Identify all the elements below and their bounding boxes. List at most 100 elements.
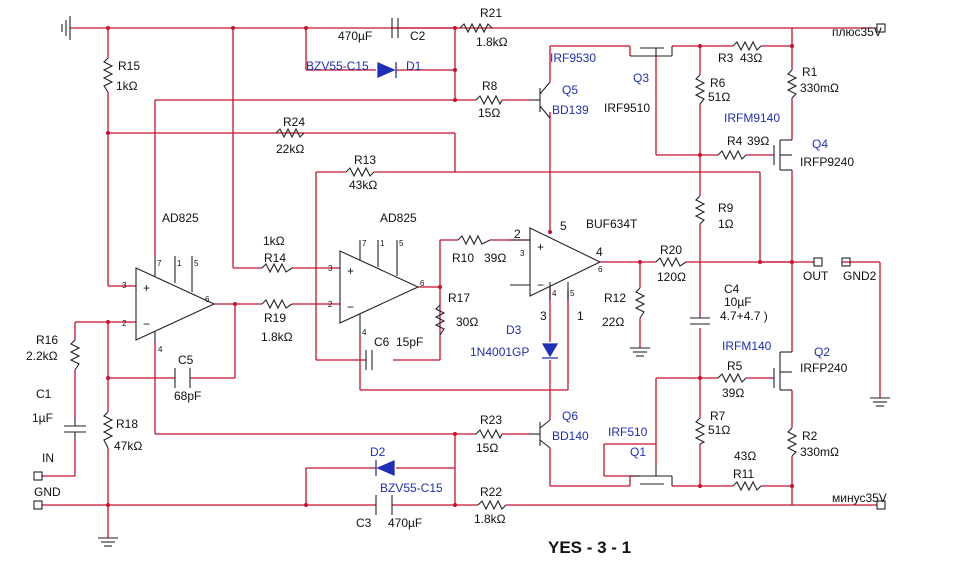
port-gnd-label: GND xyxy=(34,485,61,499)
r9-body xyxy=(694,195,706,225)
r8-value: 15Ω xyxy=(478,106,500,120)
r10-body xyxy=(457,234,491,246)
r8-name: R8 xyxy=(482,79,498,93)
r2-name: R2 xyxy=(802,429,818,443)
r22-body xyxy=(477,499,507,511)
u3-pin1-lbl: 1 xyxy=(577,309,584,323)
u1-label: AD825 xyxy=(162,211,199,225)
d1-part: BZV55-C15 xyxy=(306,59,369,73)
u3-label: BUF634T xyxy=(586,217,638,231)
r1-name: R1 xyxy=(802,65,818,79)
q3-name: Q3 xyxy=(633,71,649,85)
u2-pin5: 5 xyxy=(399,239,404,248)
r14-body xyxy=(261,262,293,274)
r1-body xyxy=(786,69,798,99)
transistors xyxy=(530,46,792,486)
r12-body xyxy=(634,287,646,319)
u2-pin4: 4 xyxy=(362,328,367,337)
u2-pin1: 1 xyxy=(380,239,385,248)
r18-body xyxy=(102,411,114,449)
r24-value: 22kΩ xyxy=(276,142,304,156)
d2-name: D2 xyxy=(370,445,386,459)
r7-value: 51Ω xyxy=(708,423,730,437)
r1-value: 330mΩ xyxy=(800,81,839,95)
q4-alt: IRFM9140 xyxy=(724,111,780,125)
r17-body xyxy=(434,304,446,336)
opamps: +− +− +− xyxy=(135,227,602,342)
r20-name: R20 xyxy=(660,243,682,257)
r17-name: R17 xyxy=(448,291,470,305)
ports xyxy=(33,23,886,510)
port-in-label: IN xyxy=(42,451,54,465)
r2-value: 330mΩ xyxy=(800,445,839,459)
d3-name: D3 xyxy=(506,323,522,337)
resistors xyxy=(69,22,798,511)
r7-body xyxy=(694,417,706,445)
c6-name: C6 xyxy=(374,335,390,349)
u1-pin3: 3 xyxy=(122,281,127,290)
u1-pin4: 4 xyxy=(158,345,163,354)
r18-name: R18 xyxy=(116,417,138,431)
r4-value: 39Ω xyxy=(747,134,769,148)
c4-name: C4 xyxy=(724,282,740,296)
r3-body xyxy=(732,40,762,52)
svg-text:+: + xyxy=(537,240,544,254)
r6-body xyxy=(694,74,706,105)
port-plus-label: плюс35V xyxy=(832,25,882,39)
r16-value: 2.2kΩ xyxy=(26,349,58,363)
r10-name: R10 xyxy=(452,251,474,265)
r9-value: 1Ω xyxy=(718,217,734,231)
port-gnd2-label: GND2 xyxy=(843,269,877,283)
r13-name: R13 xyxy=(354,153,376,167)
r15-body xyxy=(102,57,114,93)
d3-part: 1N4001GP xyxy=(470,345,529,359)
q3-alt: IRF9530 xyxy=(550,51,596,65)
c3-value: 470µF xyxy=(388,516,422,530)
r2-body xyxy=(786,427,798,457)
u3-pin3-in: 3 xyxy=(520,249,525,258)
u2-pin6: 6 xyxy=(420,279,425,288)
q5-name: Q5 xyxy=(562,83,578,97)
u1-pin6: 6 xyxy=(205,295,210,304)
r21-value: 1.8kΩ xyxy=(476,35,508,49)
r14-name: R14 xyxy=(264,251,286,265)
capacitors xyxy=(64,18,710,515)
q5-part: BD139 xyxy=(552,103,589,117)
r14-value: 1kΩ xyxy=(263,234,285,248)
port-minus-label: минус35V xyxy=(832,491,887,505)
r10-value: 39Ω xyxy=(484,251,506,265)
r24-name: R24 xyxy=(283,115,305,129)
r17-value: 30Ω xyxy=(456,315,478,329)
r12-value: 22Ω xyxy=(602,315,624,329)
c1-value: 1µF xyxy=(32,411,53,425)
q6-name: Q6 xyxy=(562,409,578,423)
q6-part: BD140 xyxy=(552,429,589,443)
u3-pin6: 6 xyxy=(598,265,603,274)
u3-pin2: 2 xyxy=(514,227,521,241)
r7-name: R7 xyxy=(710,409,726,423)
c3-name: C3 xyxy=(356,516,372,530)
u1-pin5: 5 xyxy=(194,259,199,268)
labels: плюс35V минус35V OUT GND2 IN GND AD825 A… xyxy=(26,6,887,557)
c4-note: 4.7+4.7 ) xyxy=(720,309,768,323)
r15-name: R15 xyxy=(118,59,140,73)
r20-value: 120Ω xyxy=(657,270,686,284)
grounds xyxy=(61,16,890,547)
r3-label: R3 xyxy=(718,51,734,65)
u2-pin7: 7 xyxy=(362,239,367,248)
c2-value: 470µF xyxy=(338,29,372,43)
r23-name: R23 xyxy=(480,413,502,427)
schematic-title: YES - 3 - 1 xyxy=(548,538,631,557)
u3-pin5: 5 xyxy=(570,289,575,298)
svg-text:+: + xyxy=(347,264,354,278)
r5-name: R5 xyxy=(727,359,743,373)
c2-name: C2 xyxy=(410,29,426,43)
u3-pin3-lbl: 3 xyxy=(540,309,547,323)
u1-pin2: 2 xyxy=(122,319,127,328)
r21-name: R21 xyxy=(480,6,502,20)
r12-name: R12 xyxy=(604,291,626,305)
c1-name: C1 xyxy=(36,387,52,401)
r16-body xyxy=(69,339,81,371)
r5-value: 39Ω xyxy=(722,386,744,400)
r13-value: 43kΩ xyxy=(349,178,377,192)
